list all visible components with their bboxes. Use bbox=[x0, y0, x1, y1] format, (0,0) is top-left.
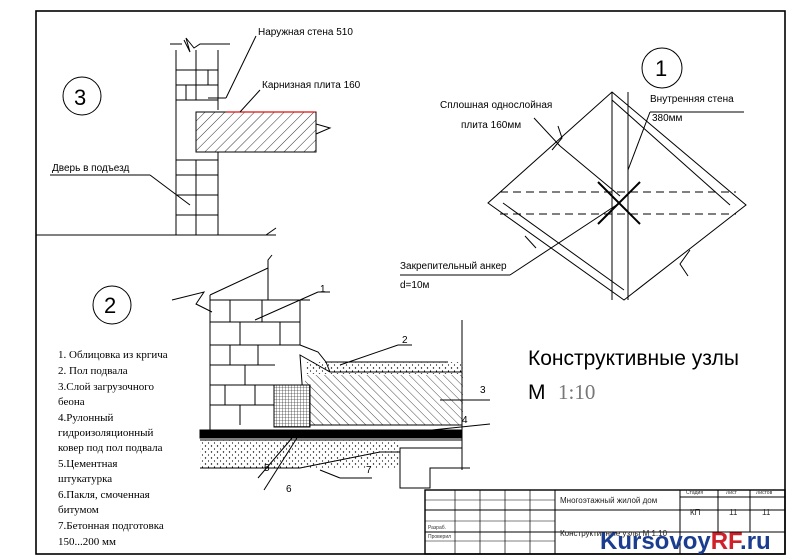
legend-line-12: 7.Бетонная подготовка bbox=[58, 520, 164, 532]
tb-row-developed: Разраб. bbox=[428, 525, 447, 531]
legend-line-8: 5.Цементная bbox=[58, 458, 118, 470]
legend-line-2: 2. Пол подвала bbox=[58, 365, 128, 377]
label-cornice-slab: Карнизная плита 160 bbox=[262, 80, 361, 91]
callout-6: 6 bbox=[286, 484, 292, 495]
callout-1: 1 bbox=[320, 284, 326, 295]
label-slab-line1: Сплошная однослойная bbox=[440, 100, 553, 111]
drawing-scale-m: М bbox=[528, 381, 546, 404]
legend-line-5: 4.Рулонный bbox=[58, 412, 114, 424]
drawing-title: Конструктивные узлы bbox=[528, 347, 739, 370]
node-1-drawing bbox=[400, 47, 747, 301]
node-2-drawing bbox=[92, 254, 491, 491]
legend-line-10: 6.Пакля, смоченная bbox=[58, 489, 150, 501]
tb-sheets: 11 bbox=[762, 508, 771, 517]
node-2-number: 2 bbox=[104, 293, 117, 318]
node-3-drawing bbox=[36, 35, 332, 236]
legend-line-3: 3.Слой загрузочного bbox=[58, 381, 154, 393]
legend-line-11: битумом bbox=[58, 504, 99, 516]
legend-line-1: 1. Облицовка из кргича bbox=[58, 349, 168, 361]
legend-line-13: 150...200 мм bbox=[58, 536, 116, 548]
watermark-logo[interactable]: KursovoyRF.ru bbox=[600, 528, 771, 556]
watermark-part2: RF bbox=[710, 528, 741, 555]
tb-head-sheet: Лист bbox=[726, 490, 737, 496]
watermark-part3: .ru bbox=[740, 528, 771, 555]
legend-line-9: штукатурка bbox=[58, 473, 113, 485]
title-block bbox=[424, 489, 786, 555]
tb-sheet: 11 bbox=[729, 508, 738, 517]
watermark-part1: Kursovoy bbox=[600, 528, 711, 555]
node-1-number: 1 bbox=[655, 56, 668, 81]
tb-row-checked: Проверил bbox=[428, 534, 452, 540]
tb-stage: КП bbox=[690, 508, 701, 517]
callout-5: 5 bbox=[264, 463, 270, 474]
label-door: Дверь в подъезд bbox=[52, 163, 130, 174]
legend-line-6: гидроизоляционный bbox=[58, 427, 154, 439]
callout-4: 4 bbox=[462, 415, 468, 426]
label-outer-wall: Наружная стена 510 bbox=[258, 27, 353, 38]
tb-head-stage: Стадия bbox=[686, 490, 704, 496]
drawing-scale-value: 1:10 bbox=[558, 380, 596, 404]
callout-7: 7 bbox=[366, 465, 372, 476]
label-slab-line2: плита 160мм bbox=[461, 120, 522, 131]
label-anchor-line1: Закрепительный анкер bbox=[400, 261, 507, 272]
tb-project: Многоэтажный жилой дом bbox=[560, 496, 658, 505]
callout-2: 2 bbox=[402, 335, 408, 346]
label-inner-wall-line2: 380мм bbox=[652, 113, 683, 124]
legend-line-7: ковер под пол подвала bbox=[58, 442, 163, 454]
label-inner-wall-line1: Внутренняя стена bbox=[650, 94, 734, 105]
tb-head-sheets: Листов bbox=[756, 490, 773, 496]
node-3-number: 3 bbox=[74, 85, 87, 110]
callout-3: 3 bbox=[480, 385, 486, 396]
sheet-frame bbox=[35, 10, 786, 555]
tb-sheet-name: Конструктивные узлы М 1:10 bbox=[560, 529, 668, 538]
legend-line-4: беона bbox=[58, 396, 85, 408]
label-anchor-line2: d=10м bbox=[400, 280, 430, 291]
